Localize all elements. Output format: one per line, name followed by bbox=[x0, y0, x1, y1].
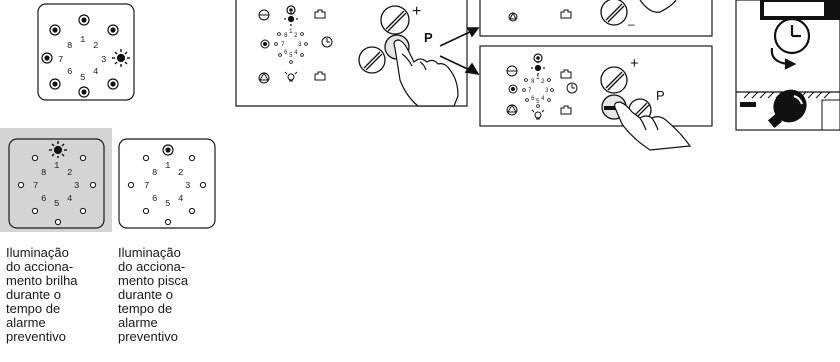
arrow-down bbox=[439, 55, 480, 76]
hand-pointer-icon bbox=[614, 101, 692, 151]
dial-digit-1: 1 bbox=[80, 35, 85, 45]
dial-digit-4: 4 bbox=[541, 95, 545, 102]
knob-plus bbox=[380, 5, 410, 35]
dial-digit-4: 4 bbox=[178, 194, 183, 204]
dial-digit-7: 7 bbox=[281, 41, 285, 48]
dial-digit-3: 3 bbox=[185, 181, 190, 191]
minus-bar bbox=[740, 102, 756, 107]
arrow-up bbox=[439, 27, 480, 47]
dial-digit-6: 6 bbox=[67, 67, 72, 77]
dial-pisca: 8 1 2 3 4 5 6 7 bbox=[118, 138, 216, 229]
dial-digit-1: 1 bbox=[165, 161, 170, 171]
plus-label: + bbox=[630, 55, 639, 72]
dial-digit-5: 5 bbox=[536, 98, 540, 105]
dial-digit-4: 4 bbox=[93, 67, 98, 77]
dial-digit-5: 5 bbox=[289, 52, 293, 59]
hand-pointer-icon bbox=[393, 39, 459, 107]
dial-digit-2: 2 bbox=[541, 78, 545, 85]
caption-pisca: Iluminação do acciona- mento pisca duran… bbox=[118, 245, 189, 344]
dial-digit-7: 7 bbox=[528, 87, 532, 94]
sun-icon bbox=[49, 141, 67, 158]
dial-digit-2: 2 bbox=[67, 168, 72, 178]
dial-brilha: 8 1 2 3 4 5 6 7 bbox=[8, 138, 105, 229]
dial-digit-6: 6 bbox=[41, 194, 46, 204]
dial-digit-3: 3 bbox=[298, 41, 302, 48]
dial-digit-7: 7 bbox=[58, 55, 63, 65]
control-panel-upper: – bbox=[479, 0, 713, 37]
clock-icon bbox=[770, 17, 811, 70]
knob-plus bbox=[600, 66, 628, 94]
dial-digit-1: 1 bbox=[54, 161, 59, 171]
plus-label: + bbox=[412, 3, 421, 20]
dial-digit-6: 6 bbox=[531, 95, 535, 102]
lightbulb-icon bbox=[767, 89, 807, 129]
sun-icon bbox=[531, 61, 545, 75]
dial-digit-6: 6 bbox=[152, 194, 157, 204]
dial-top-left: 8 1 2 3 4 5 6 7 bbox=[37, 3, 135, 101]
dial-digit-2: 2 bbox=[178, 168, 183, 178]
dial-digit-4: 4 bbox=[294, 49, 298, 56]
dial-digit-2: 2 bbox=[294, 32, 298, 39]
dial-digit-1: 1 bbox=[289, 28, 293, 35]
dial-digit-4: 4 bbox=[67, 194, 72, 204]
dial-digit-2: 2 bbox=[93, 41, 98, 51]
dial-digit-3: 3 bbox=[545, 87, 549, 94]
dial-digit-7: 7 bbox=[144, 181, 149, 191]
dial-digit-8: 8 bbox=[67, 41, 72, 51]
dial-digit-5: 5 bbox=[54, 199, 59, 209]
dial-digit-1: 1 bbox=[536, 74, 540, 81]
lightbulb-icon bbox=[531, 109, 545, 120]
dial-digit-5: 5 bbox=[165, 199, 170, 209]
dial-digit-8: 8 bbox=[284, 32, 288, 39]
control-panel-lower: 8 1 2 3 4 5 6 7 + P bbox=[479, 45, 713, 151]
sun-icon bbox=[284, 12, 298, 26]
dial-digit-8: 8 bbox=[531, 78, 535, 85]
p-label: P bbox=[656, 88, 665, 103]
lightbulb-icon bbox=[284, 71, 298, 82]
minus-label: – bbox=[628, 17, 635, 31]
dial-digit-3: 3 bbox=[101, 55, 106, 65]
right-icon-box bbox=[735, 0, 840, 131]
caption-brilha: Iluminação do acciona- mento brilha dura… bbox=[6, 245, 78, 344]
minus-bar bbox=[604, 106, 618, 110]
dial-digit-8: 8 bbox=[152, 168, 157, 178]
dial-digit-8: 8 bbox=[41, 168, 46, 178]
sun-icon bbox=[112, 49, 130, 67]
dial-digit-3: 3 bbox=[74, 181, 79, 191]
dial-digit-5: 5 bbox=[80, 73, 85, 83]
control-panel-main: 8 1 2 3 4 5 6 7 + – P bbox=[235, 0, 468, 107]
p-label: P bbox=[424, 30, 433, 45]
dial-digit-7: 7 bbox=[33, 181, 38, 191]
dial-digit-6: 6 bbox=[284, 49, 288, 56]
dial-indicator-filled bbox=[41, 14, 119, 98]
